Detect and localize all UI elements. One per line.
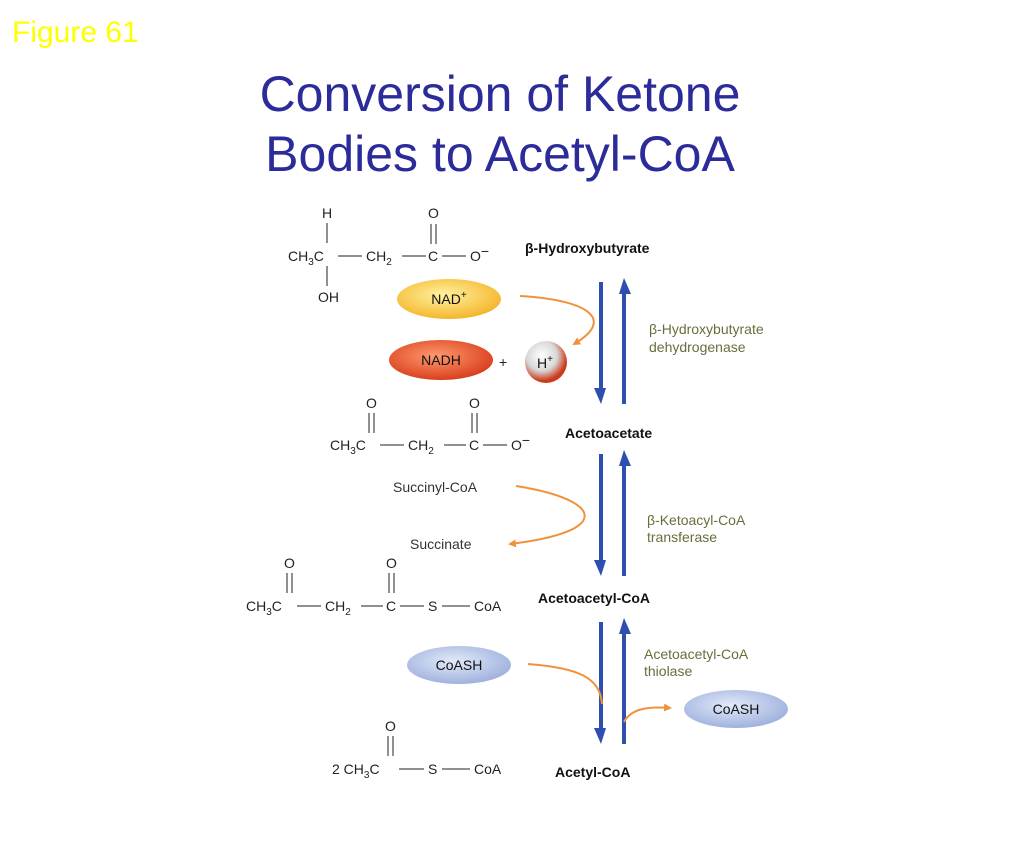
acetoacetyl-coa-structure: O CH3C CH2 O C S CoA [246,555,502,618]
cofactor-arrow-nad [519,295,595,346]
coash-out-cofactor: CoASH [684,690,788,728]
equilibrium-arrow-3 [594,618,631,744]
coash-in-label: CoASH [436,657,483,673]
enzyme-transferase-line1: β-Ketoacyl-CoA [647,512,746,528]
enzyme-dehydrogenase-line1: β-Hydroxybutyrate [649,321,764,337]
nadh-cofactor: NADH [389,340,493,380]
acetyl-coa-structure: O 2 CH3C S CoA [332,718,502,781]
atom-oh: OH [318,289,339,305]
nad-label: NAD+ [431,290,467,307]
atom-s: S [428,761,437,777]
h-label: H+ [537,354,553,371]
cofactor-arrow-coash-in [527,663,603,705]
equilibrium-arrow-2 [594,450,631,576]
plus-sign: + [499,354,507,370]
atom-coa: CoA [474,598,502,614]
atom-o: O [428,205,439,221]
atom-coa: CoA [474,761,502,777]
label-hydroxybutyrate: β-Hydroxybutyrate [525,240,650,256]
acetoacetate-structure: O CH3C CH2 O C O− [330,395,530,457]
enzyme-thiolase-line1: Acetoacetyl-CoA [644,646,749,662]
h-ion: H+ [525,341,567,383]
atom-ch2: CH2 [325,598,351,618]
atom-ch2: CH2 [366,248,392,268]
title-line-2: Bodies to Acetyl-CoA [265,126,735,182]
atom-o: O [284,555,295,571]
figure-label: Figure 61 [12,16,139,49]
atom-o: O [469,395,480,411]
atom-c: C [428,248,438,264]
hydroxybutyrate-structure: H CH3C CH2 O C O− OH [288,205,489,305]
equilibrium-arrow-1 [594,278,631,404]
atom-h: H [322,205,332,221]
atom-ch3c: CH3C [288,248,324,268]
atom-o-minus: O− [470,243,489,264]
enzyme-thiolase-line2: thiolase [644,663,692,679]
atom-c: C [469,437,479,453]
atom-ch3c: CH3C [246,598,282,618]
atom-o: O [385,718,396,734]
atom-o-minus: O− [511,432,530,453]
enzyme-dehydrogenase-line2: dehydrogenase [649,339,746,355]
enzyme-transferase-line2: transferase [647,529,717,545]
label-acetyl-coa: Acetyl-CoA [555,764,630,780]
atom-c: C [386,598,396,614]
nad-cofactor: NAD+ [397,279,501,319]
cofactor-arrow-succinyl [508,485,586,548]
atom-2ch3c: 2 CH3C [332,761,380,781]
cofactor-arrow-coash-out [623,703,672,723]
atom-ch3c: CH3C [330,437,366,457]
coash-in-cofactor: CoASH [407,646,511,684]
nadh-label: NADH [421,352,461,368]
label-acetoacetyl-coa: Acetoacetyl-CoA [538,590,650,606]
succinate-label: Succinate [410,536,472,552]
atom-o: O [366,395,377,411]
atom-ch2: CH2 [408,437,434,457]
atom-s: S [428,598,437,614]
succinyl-coa-label: Succinyl-CoA [393,479,478,495]
coash-out-label: CoASH [713,701,760,717]
atom-o: O [386,555,397,571]
label-acetoacetate: Acetoacetate [565,425,652,441]
title-line-1: Conversion of Ketone [259,66,741,122]
slide-title: Conversion of Ketone Bodies to Acetyl-Co… [200,64,800,184]
